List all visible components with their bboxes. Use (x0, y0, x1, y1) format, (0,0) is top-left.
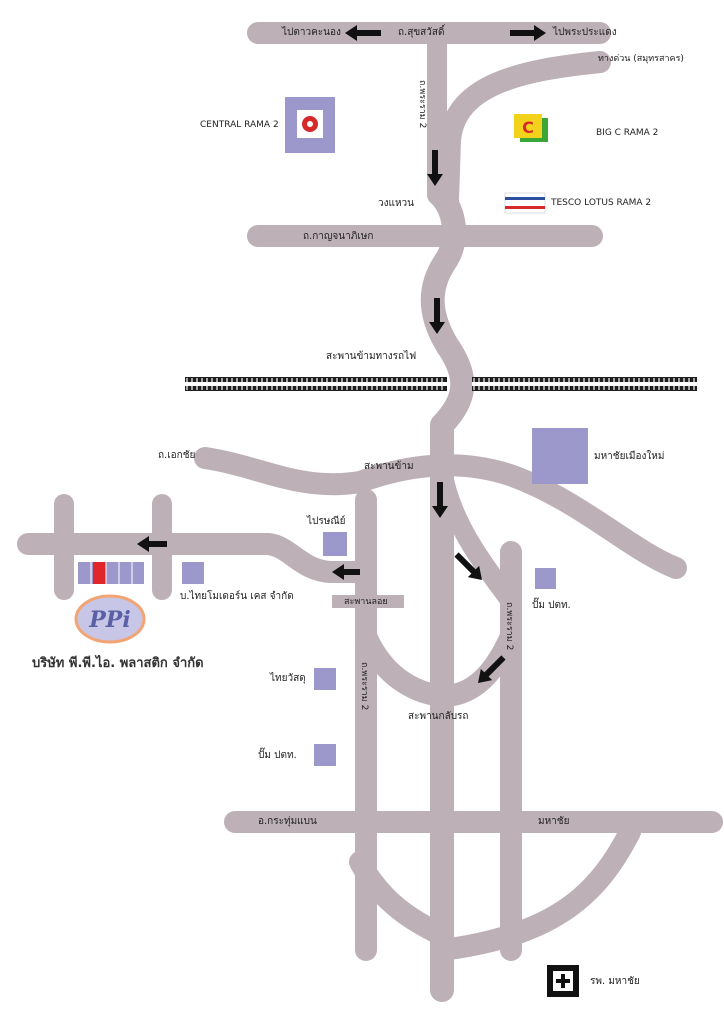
label-bridge: สะพานข้าม (364, 461, 414, 472)
label-to-taladkranong: ไปตาวคะนอง (282, 27, 341, 38)
thaiwat-marker (314, 668, 336, 690)
arrow-left-icon (332, 564, 360, 580)
markers (182, 97, 588, 766)
bigc-logo: C (514, 114, 548, 142)
railway-icon (185, 377, 697, 391)
label-hospital: รพ. มหาชัย (590, 976, 640, 987)
label-side-road-left: ถ.พระราม 2 (359, 662, 369, 711)
company-name: บริษัท พี.พี.ไอ. พลาสติก จำกัด (32, 656, 204, 671)
label-roundabout: วงแหวน (378, 198, 414, 209)
thai-motor-marker (182, 562, 204, 584)
label-gas-station-1: ปั๊ม ปตท. (532, 600, 571, 611)
arrow-right-icon (510, 25, 546, 41)
label-thaiwat: ไทยวัสดุ (270, 673, 306, 684)
svg-text:C: C (522, 118, 534, 137)
label-u-turn-bridge: สะพานกลับรถ (408, 711, 469, 722)
road-ramp (432, 460, 520, 610)
road-left-main (17, 533, 377, 583)
arrows (137, 25, 546, 683)
arrow-down-icon (432, 482, 448, 518)
label-rama2-road: ถ.พระราม 2 (417, 80, 427, 129)
label-ekachai-road: ถ.เอกชัย (158, 450, 196, 461)
label-thai-motor: บ.ไทยโมเดอร์น เคส จำกัด (180, 591, 294, 602)
arrow-down-icon (429, 298, 445, 334)
gas-station-1-marker (535, 568, 556, 589)
arrow-down-left-icon (478, 655, 506, 683)
label-mahachai-muangmai: มหาชัยเมืองใหม่ (594, 451, 665, 462)
label-kanchana-road: ถ.กาญจนาภิเษก (303, 231, 374, 242)
road-expressway (437, 51, 611, 211)
label-rail-bridge: สะพานข้ามทางรถไฟ (326, 351, 417, 362)
low-bridge-bar (332, 595, 404, 608)
mahachai-muangmai-marker (532, 428, 588, 484)
label-tesco: TESCO LOTUS RAMA 2 (551, 198, 652, 208)
tesco-logo (504, 192, 546, 214)
arrow-left-icon (345, 25, 381, 41)
post-office-marker (323, 532, 347, 556)
arrow-left-icon (137, 536, 167, 552)
ppi-logo: PPi (74, 594, 146, 644)
label-bigc: BIG C RAMA 2 (596, 128, 659, 138)
hospital-cross-icon (547, 965, 579, 997)
label-krathumbaen-road: อ.กระทุ่มแบน (258, 816, 317, 827)
road-mahachai-curve (431, 821, 641, 961)
label-gas-station-2: ปั๊ม ปตท. (258, 750, 297, 761)
label-sukhumvit-road: ถ.สุขสวัสดิ์ (398, 27, 445, 38)
label-central: CENTRAL RAMA 2 (200, 120, 279, 130)
ppi-logo-text: PPi (88, 607, 130, 633)
label-mahachai: มหาชัย (538, 816, 570, 827)
factory-building (78, 562, 144, 584)
label-side-road-right: ถ.พระราม 2 (504, 602, 514, 651)
road-south-left (349, 851, 453, 946)
arrow-down-icon (427, 150, 443, 186)
gas-station-2-marker (314, 744, 336, 766)
arrow-down-right-icon (454, 552, 482, 580)
roads (17, 22, 723, 1002)
label-low-bridge: สะพานลอย (344, 597, 388, 607)
label-expressway: ทางด่วน (สมุทรสาคร) (598, 54, 684, 64)
label-to-phrapradaeng: ไปพระประแดง (553, 27, 617, 38)
label-post-office: ไปรษณีย์ (307, 516, 346, 527)
